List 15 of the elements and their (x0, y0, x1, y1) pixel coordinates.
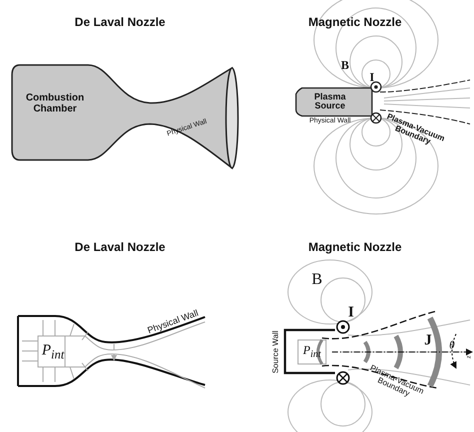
panel-title: De Laval Nozzle (74, 16, 166, 28)
pressure-symbol: P$_{int}$ (303, 344, 321, 360)
part-label: Plasma Source (313, 92, 347, 112)
current-symbol: J (424, 334, 432, 348)
current-symbol: I (348, 306, 354, 320)
panel-title: Magnetic Nozzle (308, 241, 402, 253)
panel-title: Magnetic Nozzle (308, 16, 402, 28)
pressure-symbol: P$_{int}$ (42, 343, 64, 361)
current-symbol: I (370, 71, 374, 83)
field-symbol: B (341, 59, 349, 71)
part-label: Combustion Chamber (24, 94, 86, 114)
panel-title: De Laval Nozzle (74, 241, 166, 253)
part-label: Source Wall (272, 330, 280, 374)
angle-symbol: θ (449, 340, 455, 352)
field-symbol: B (312, 272, 322, 288)
